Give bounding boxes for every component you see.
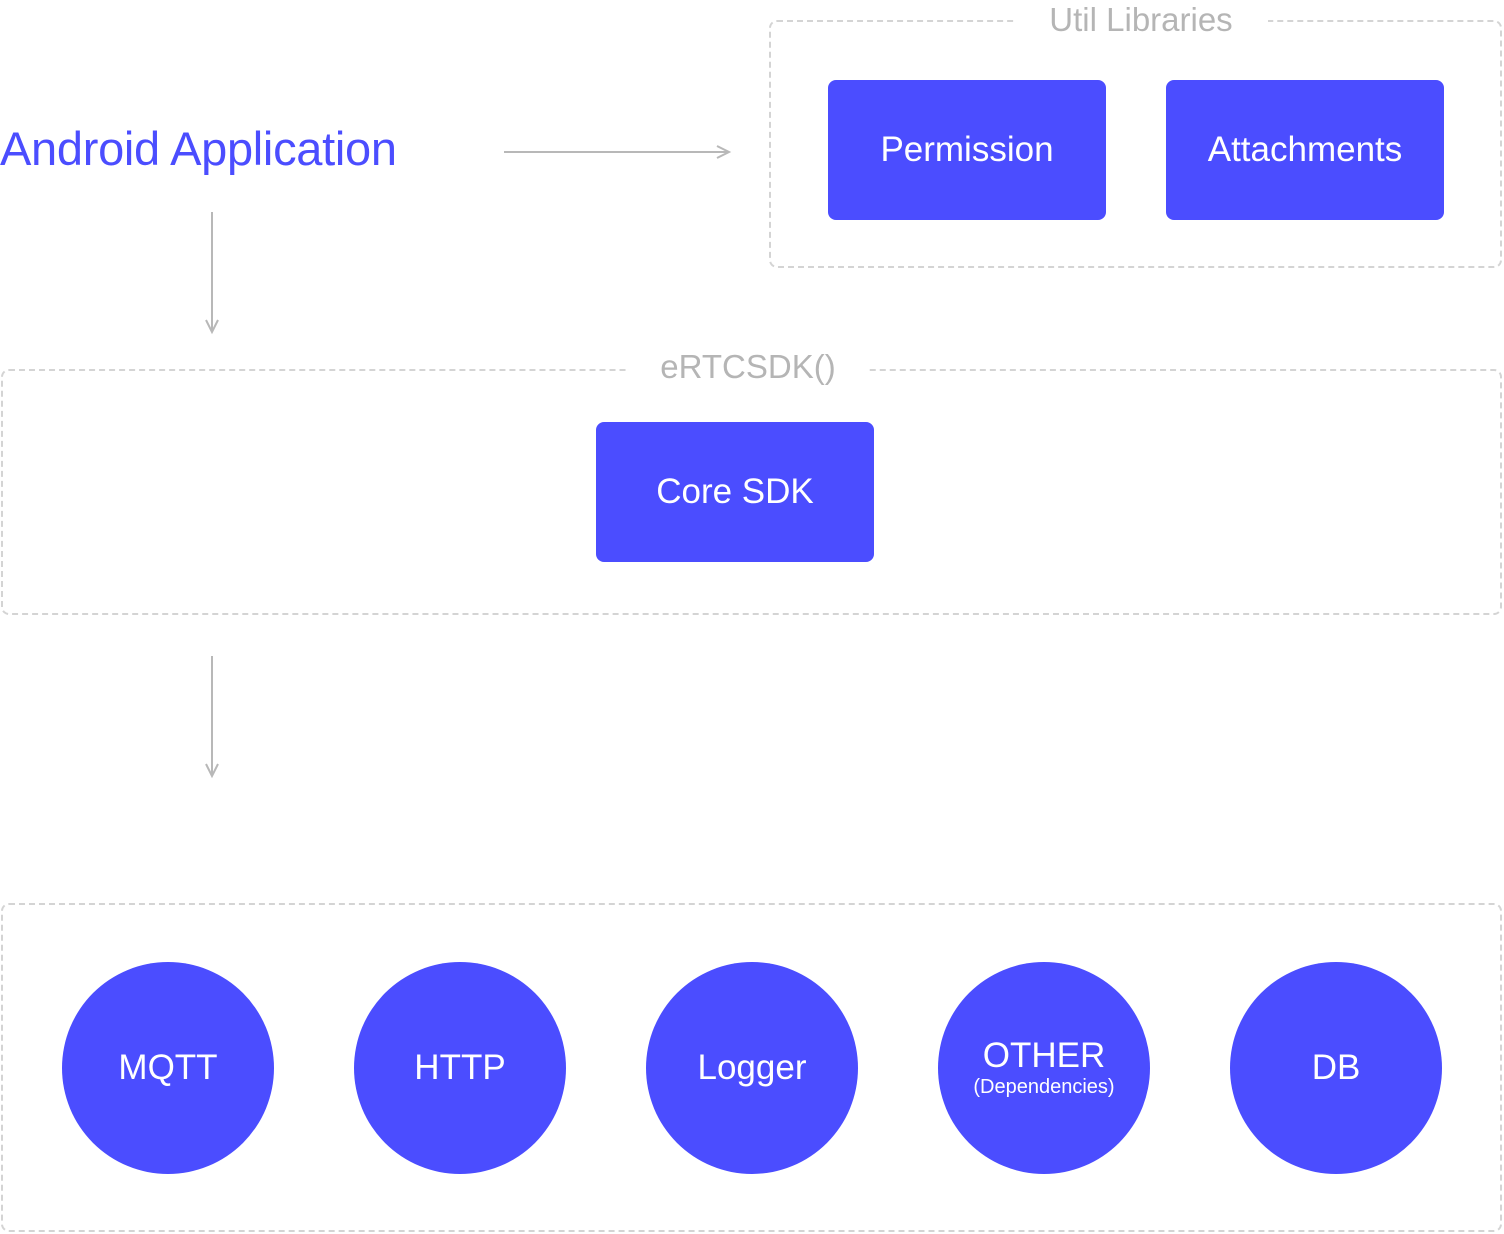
db-label: DB xyxy=(1311,1048,1361,1087)
arrow-sdk-to-deps-head xyxy=(205,763,219,779)
util-libraries-label: Util Libraries xyxy=(1014,0,1268,40)
dependencies-group xyxy=(1,903,1502,1232)
db-circle: DB xyxy=(1230,962,1442,1174)
arrow-app-to-util-head xyxy=(716,145,732,159)
permission-box: Permission xyxy=(828,80,1106,220)
android-application-title: Android Application xyxy=(0,122,397,175)
mqtt-label: MQTT xyxy=(118,1048,218,1087)
attachments-box: Attachments xyxy=(1166,80,1444,220)
other-label: OTHER xyxy=(982,1036,1106,1075)
core-sdk-box: Core SDK xyxy=(596,422,874,562)
http-circle: HTTP xyxy=(354,962,566,1174)
logger-label: Logger xyxy=(697,1048,807,1087)
other-circle: OTHER (Dependencies) xyxy=(938,962,1150,1174)
other-sublabel: (Dependencies) xyxy=(973,1076,1115,1098)
arrow-app-to-sdk-head xyxy=(205,319,219,335)
mqtt-circle: MQTT xyxy=(62,962,274,1174)
logger-circle: Logger xyxy=(646,962,858,1174)
http-label: HTTP xyxy=(414,1048,506,1087)
ertcsdk-label: eRTCSDK() xyxy=(628,347,868,387)
